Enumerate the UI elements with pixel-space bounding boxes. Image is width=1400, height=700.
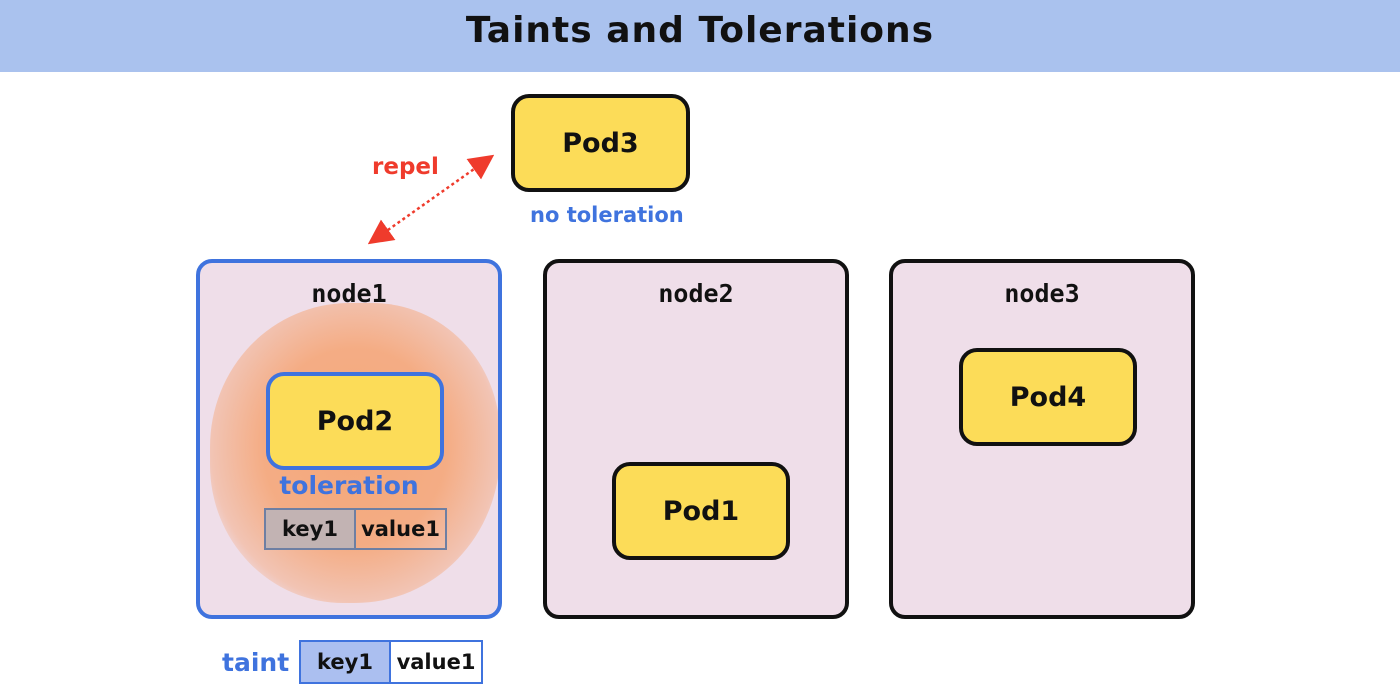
pod3-caption: no toleration <box>530 203 684 227</box>
pod2: Pod2 <box>266 372 444 470</box>
toleration-key: key1 <box>264 508 356 550</box>
toleration-caption: toleration <box>279 471 419 500</box>
pod4: Pod4 <box>959 348 1137 446</box>
taint-label: taint <box>222 648 290 677</box>
node1: node1 Pod2 toleration key1 value1 <box>196 259 502 619</box>
node3-label: node3 <box>1004 279 1080 308</box>
taint-key: key1 <box>299 640 391 684</box>
toleration-key-value: key1 value1 <box>264 508 447 550</box>
pod3: Pod3 <box>511 94 690 192</box>
pod1: Pod1 <box>612 462 790 560</box>
title-bar: Taints and Tolerations <box>0 0 1400 72</box>
toleration-value: value1 <box>356 508 447 550</box>
node2: node2 Pod1 <box>543 259 849 619</box>
taint-key-value: key1 value1 <box>299 640 483 684</box>
node3: node3 Pod4 <box>889 259 1195 619</box>
taint-value: value1 <box>391 640 483 684</box>
repel-label: repel <box>372 154 439 180</box>
node2-label: node2 <box>658 279 734 308</box>
diagram-title: Taints and Tolerations <box>465 10 935 51</box>
node1-label: node1 <box>311 279 387 308</box>
